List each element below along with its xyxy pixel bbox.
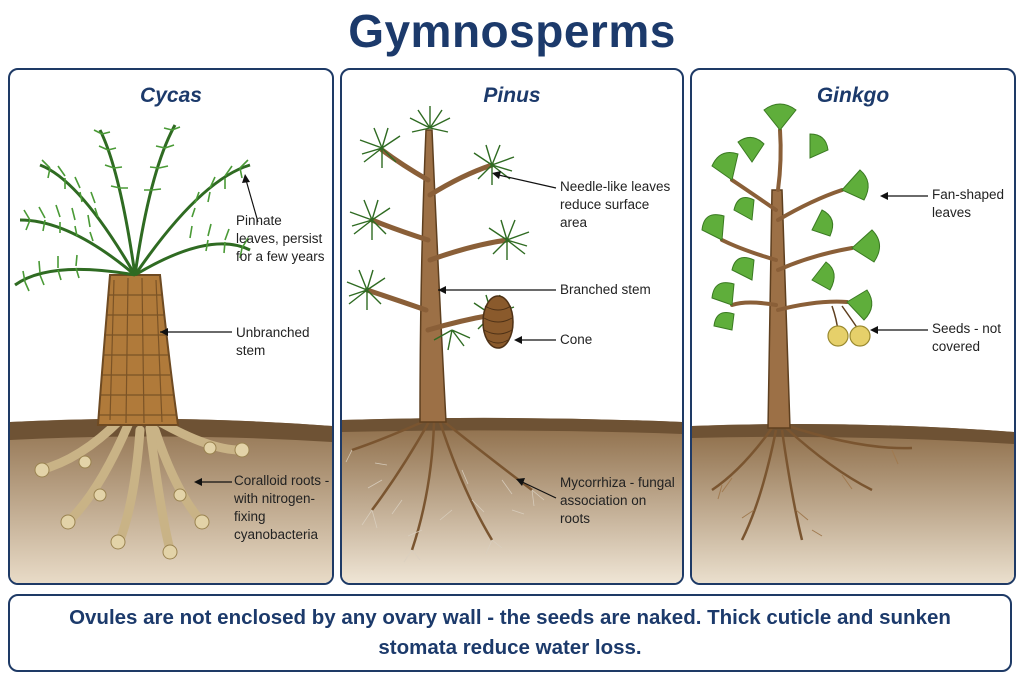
label-needle-leaves: Needle-like leaves reduce surface area	[560, 179, 671, 230]
ginkgo-seeds	[827, 305, 871, 347]
label-mycorrhiza: Mycorrhiza - fungal association on roots	[560, 475, 675, 526]
caption-box: Ovules are not enclosed by any ovary wal…	[8, 594, 1012, 672]
label-unbranched-stem: Unbranched stem	[236, 325, 310, 358]
caption-text: Ovules are not enclosed by any ovary wal…	[69, 606, 951, 659]
pine-cone	[482, 295, 514, 349]
panel-cycas: Cycas Pinnate leaves, persist for a few …	[8, 68, 334, 585]
label-coralloid-roots: Coralloid roots - with nitrogen-fixing c…	[234, 473, 330, 542]
label-pinnate-leaves: Pinnate leaves, persist for a few years	[236, 213, 325, 264]
pinus-illustration	[342, 106, 682, 583]
ginkgo-illustration	[692, 103, 1014, 583]
mycorrhiza-roots	[351, 418, 533, 551]
label-seeds-not-covered: Seeds - not covered	[932, 321, 1002, 354]
cycas-trunk	[96, 274, 180, 426]
label-branched-stem: Branched stem	[560, 282, 651, 297]
label-cone: Cone	[560, 332, 593, 347]
panel-ginkgo: Ginkgo Fan-shaped leaves Seeds - not cov…	[690, 68, 1016, 585]
pointer-lines	[872, 195, 928, 331]
panel-pinus: Pinus Needle-like leaves reduce surface …	[340, 68, 684, 585]
pinnate-leaves	[14, 124, 251, 287]
panel-title-ginkgo: Ginkgo	[816, 84, 890, 107]
fan-shaped-leaves	[701, 103, 880, 331]
page-title: Gymnosperms	[348, 5, 676, 57]
cycas-illustration	[10, 124, 332, 583]
label-fan-shaped-leaves: Fan-shaped leaves	[932, 187, 1005, 220]
soil	[692, 424, 1014, 583]
panel-title-pinus: Pinus	[483, 84, 541, 107]
soil	[342, 417, 682, 583]
ginkgo-roots	[711, 424, 913, 541]
pointer-lines	[438, 173, 557, 499]
pinus-trunk	[419, 129, 447, 423]
panel-title-cycas: Cycas	[140, 84, 202, 107]
